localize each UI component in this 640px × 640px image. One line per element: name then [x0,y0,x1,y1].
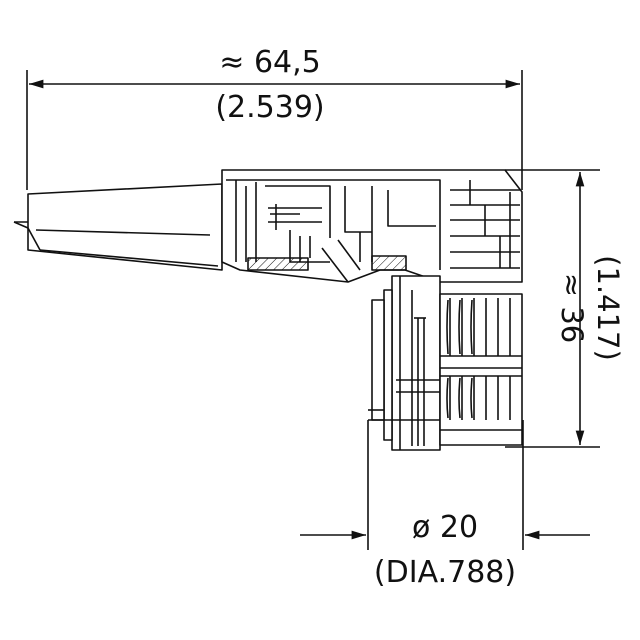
height-value-label: ≈ 36 [555,273,589,343]
height-inches-label: (1.417) [591,255,625,361]
diameter-dimension [300,420,590,550]
height-dimension [505,169,600,448]
diameter-inches-label: (DIA.788) [374,555,516,590]
length-value-label: ≈ 64,5 [219,45,320,80]
diameter-value-label: ø 20 [412,510,478,545]
cable-strain-relief [13,183,223,271]
housing [221,169,523,283]
coupling-nut [368,275,523,451]
length-inches-label: (2.539) [215,90,324,125]
connector-body [13,169,523,451]
